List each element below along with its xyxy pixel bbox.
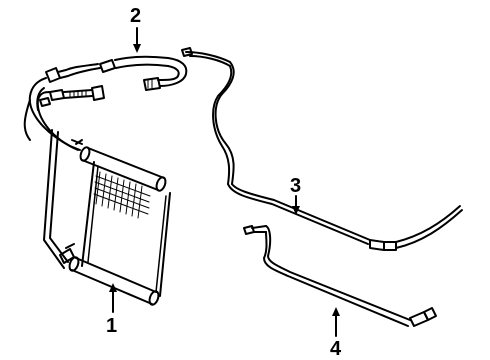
callout-4: 4 xyxy=(330,307,342,360)
oil-line-lower xyxy=(243,225,437,327)
callout-3-arrowhead xyxy=(292,206,300,215)
callout-1: 1 xyxy=(106,283,117,337)
callout-1-arrowhead xyxy=(109,283,117,292)
callout-4-arrowhead xyxy=(332,307,340,316)
callout-3: 3 xyxy=(290,175,301,215)
oil-cooler xyxy=(43,129,171,306)
cooler-lines xyxy=(23,55,188,151)
callout-2-label: 2 xyxy=(130,5,141,27)
callout-3-label: 3 xyxy=(290,175,301,197)
callout-1-label: 1 xyxy=(106,315,117,337)
callout-2-arrowhead xyxy=(133,44,141,53)
oil-line-upper xyxy=(181,47,463,251)
callout-4-label: 4 xyxy=(330,338,342,360)
callout-2: 2 xyxy=(130,5,141,53)
